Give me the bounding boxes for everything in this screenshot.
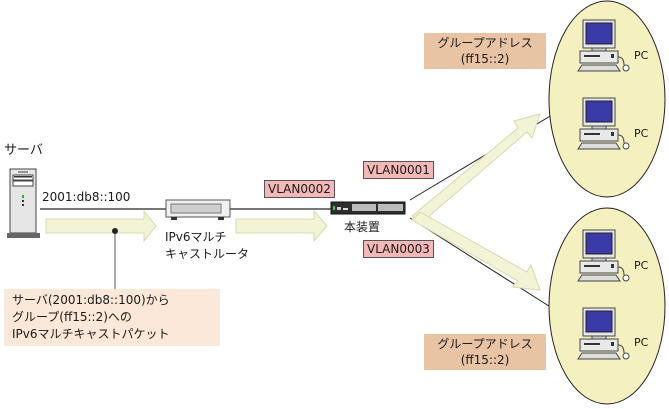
- pc-icon: [577, 229, 630, 282]
- server-icon: [7, 168, 40, 238]
- pc-label: PC: [634, 127, 649, 140]
- switch-label: 本装置: [344, 220, 381, 234]
- group-address-value: (ff15::2): [460, 52, 510, 66]
- pc-label: PC: [634, 259, 649, 272]
- pc-icon: [577, 19, 630, 72]
- note-pointer-dot: [112, 228, 118, 234]
- vlan-tag-0001: VLAN0001: [363, 161, 434, 179]
- pc-icon: [577, 97, 630, 150]
- vlan-tag-0003: VLAN0003: [363, 240, 434, 258]
- server-address: 2001:db8::100: [42, 190, 131, 204]
- packet-note-line3: IPv6マルチキャストパケット: [12, 327, 170, 341]
- group-address-box-2: グループアドレス (ff15::2): [424, 334, 546, 370]
- packet-note: サーバ(2001:db8::100)から グループ(ff15::2)への IPv…: [4, 289, 220, 346]
- packet-note-line1: サーバ(2001:db8::100)から: [12, 293, 170, 307]
- packet-arrow-server-router: [45, 209, 157, 243]
- router-icon: [165, 199, 231, 220]
- router-label-line1: IPv6マルチ: [165, 230, 227, 244]
- group-address-value: (ff15::2): [460, 353, 510, 367]
- pc-label: PC: [634, 49, 649, 62]
- vlan-tag-0002: VLAN0002: [264, 180, 335, 198]
- packet-arrow-router-switch: [235, 209, 328, 243]
- switch-icon: [330, 201, 406, 215]
- pc-group2-ellipse: [548, 207, 666, 405]
- group-address-title: グループアドレス: [437, 337, 533, 351]
- group-address-box-1: グループアドレス (ff15::2): [424, 33, 546, 69]
- router-label-line2: キャストルータ: [165, 247, 250, 261]
- packet-note-line2: グループ(ff15::2)への: [12, 310, 132, 324]
- packet-arrow-to-group2: [411, 211, 541, 291]
- server-title: サーバ: [4, 143, 43, 158]
- packet-arrow-to-group1: [411, 113, 541, 225]
- group-address-title: グループアドレス: [437, 36, 533, 50]
- pc-label: PC: [634, 336, 649, 349]
- pc-icon: [577, 307, 630, 360]
